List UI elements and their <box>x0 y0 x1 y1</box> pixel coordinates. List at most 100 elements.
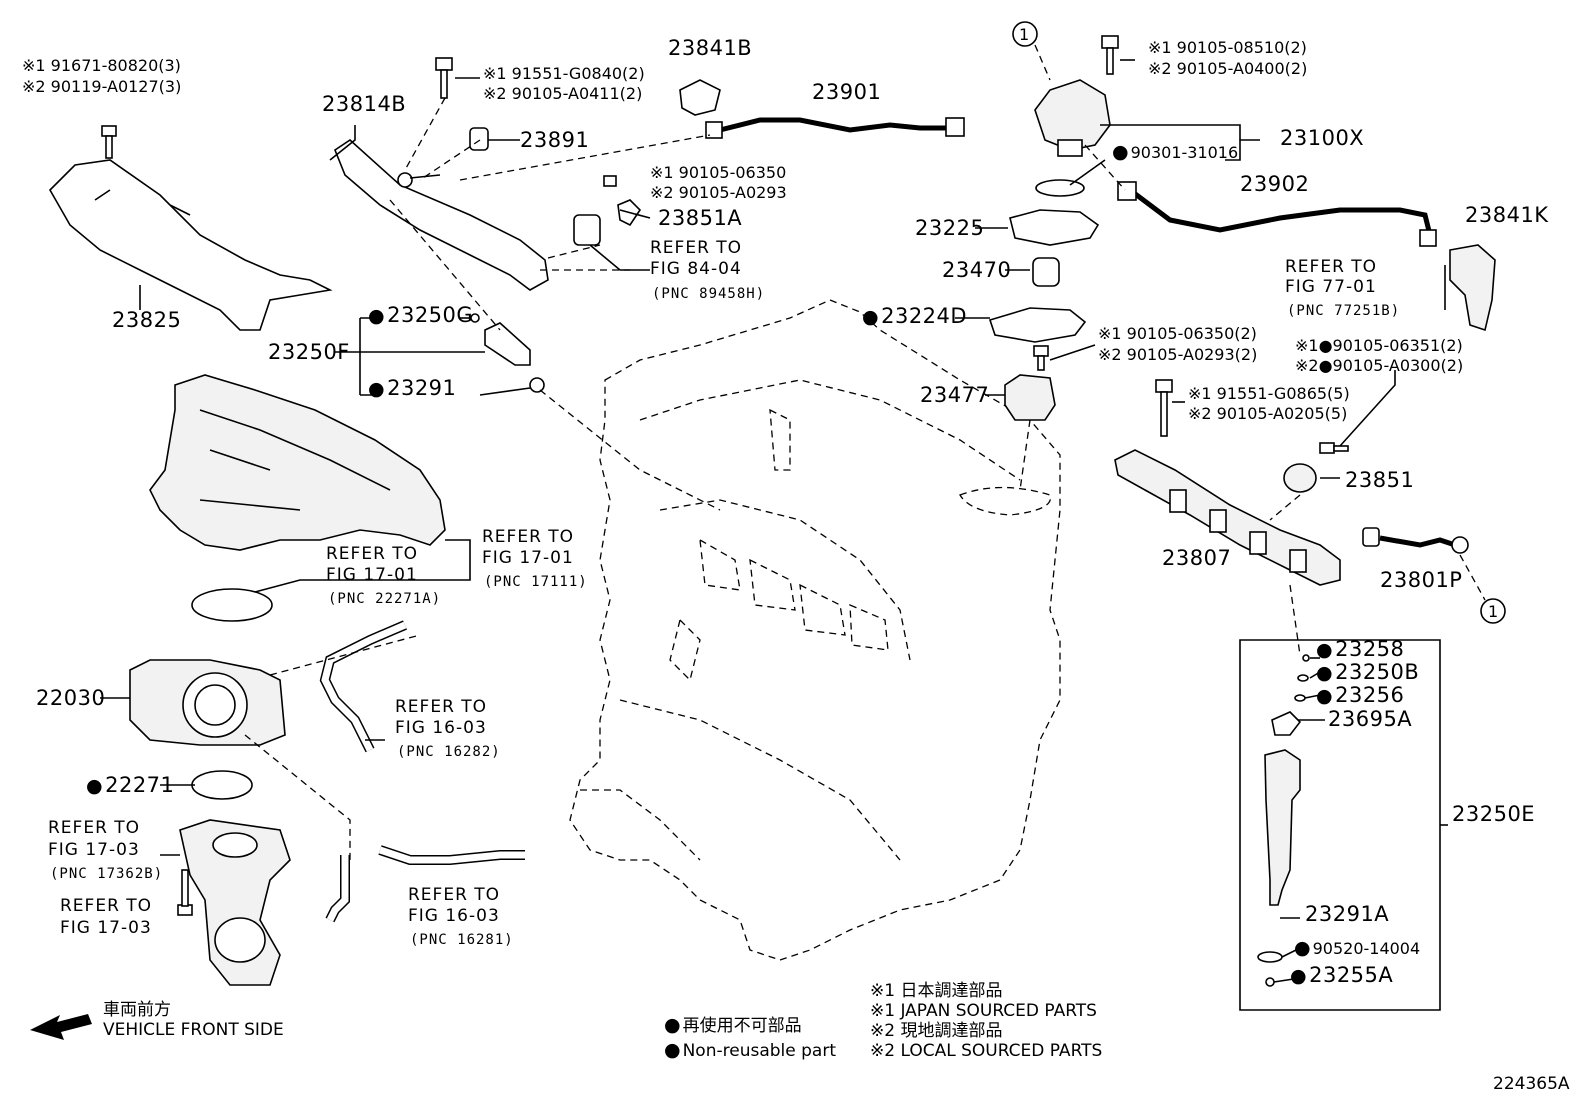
label-refer-1701a-line2: FIG 17-01 <box>482 548 574 568</box>
bolt-90105-06350 <box>1033 345 1049 371</box>
label-refer-1703a-line1: REFER TO <box>48 818 141 838</box>
label-refer-1701b-line1: REFER TO <box>326 544 419 564</box>
label-refer-7701-pnc: (PNC 77251B) <box>1287 303 1401 319</box>
bolt-90105-06351 <box>1319 442 1349 454</box>
label-23695A: 23695A <box>1328 707 1413 731</box>
intake-manifold <box>149 374 446 551</box>
label-23841K: 23841K <box>1465 203 1549 227</box>
fuel-pipe-23901 <box>705 117 965 139</box>
pump-housing-23477 <box>1004 374 1056 421</box>
sensor-23851A <box>573 175 642 246</box>
label-refer-7701-line2: FIG 77-01 <box>1285 277 1377 297</box>
throttle-body-22030 <box>129 659 286 746</box>
sensor-23851 <box>1283 463 1317 493</box>
label-circle-1-top: 1 <box>1019 25 1030 44</box>
bolt-91551-G0840 <box>435 57 453 99</box>
label-23258: 23258 <box>1316 639 1404 661</box>
label-90301-31016: 90301-31016 <box>1112 143 1239 162</box>
label-23250B: 23250B <box>1316 662 1419 684</box>
vehicle-front-arrow-icon <box>30 1014 92 1040</box>
legend-non-reusable-jp: 再使用不可部品 <box>664 1015 802 1036</box>
label-23814B: 23814B <box>322 92 407 116</box>
label-91671: ※1 91671-80820(3) <box>22 56 181 75</box>
fuel-pump-23100X <box>1034 79 1111 157</box>
bolt-91671 <box>101 125 117 159</box>
clamp-23841B <box>679 79 721 116</box>
label-refer-1603b-pnc: (PNC 16281) <box>410 932 514 948</box>
circle-ref-1-right <box>1480 598 1506 624</box>
label-23841B: 23841B <box>668 36 753 60</box>
label-23250G: 23250G <box>368 305 473 327</box>
label-refer-7701-line1: REFER TO <box>1285 257 1378 277</box>
label-90105-A0411: ※2 90105-A0411(2) <box>483 84 643 103</box>
label-refer-1701b-line2: FIG 17-01 <box>326 565 418 585</box>
label-23256: 23256 <box>1316 685 1404 707</box>
label-refer-1603a-line2: FIG 16-03 <box>395 718 487 738</box>
gasket-22271A <box>191 588 273 622</box>
label-refer-1603a-pnc: (PNC 16282) <box>397 744 501 760</box>
label-refer-1701a-line1: REFER TO <box>482 527 575 547</box>
circle-ref-1-top <box>1012 21 1038 47</box>
label-refer-1701a-pnc: (PNC 17111) <box>484 574 588 590</box>
legend-non-reusable-en: Non-reusable part <box>664 1040 836 1061</box>
fuel-rail-23807 <box>1114 449 1341 586</box>
label-refer-84-pnc: (PNC 89458H) <box>652 286 766 302</box>
label-90105-A0293: ※2 90105-A0293 <box>650 183 787 202</box>
bolt-91551-G0865 <box>1155 379 1173 437</box>
label-refer-1603b-line2: FIG 16-03 <box>408 906 500 926</box>
label-23250F: 23250F <box>268 340 350 364</box>
engine-block-outline <box>569 299 1061 961</box>
fuel-delivery-pipe-23814B <box>334 138 549 291</box>
intake-adapter-17362B <box>179 819 291 986</box>
hose-16282 <box>319 620 407 753</box>
label-vehicle-front-en: VEHICLE FRONT SIDE <box>103 1020 284 1040</box>
label-23801P: 23801P <box>1380 568 1463 592</box>
label-23851: 23851 <box>1345 468 1415 492</box>
label-23851A: 23851A <box>658 206 743 230</box>
label-90105-06351: ※1●90105-06351(2) <box>1295 336 1463 355</box>
o-ring-90301 <box>1035 179 1085 197</box>
label-23291: 23291 <box>368 378 456 400</box>
label-91551-G0840: ※1 91551-G0840(2) <box>483 64 645 83</box>
label-91551-G0865: ※1 91551-G0865(5) <box>1188 384 1350 403</box>
label-refer-84-line2: FIG 84-04 <box>650 259 742 279</box>
label-23100X: 23100X <box>1280 126 1365 150</box>
injector-23250F <box>470 313 545 393</box>
label-23225: 23225 <box>915 216 985 240</box>
label-90119: ※2 90119-A0127(3) <box>22 77 182 96</box>
label-23807: 23807 <box>1162 546 1232 570</box>
label-23250E: 23250E <box>1452 802 1536 826</box>
label-refer-1703a-pnc: (PNC 17362B) <box>50 866 164 882</box>
label-23902: 23902 <box>1240 172 1310 196</box>
label-90105-A0293-2: ※2 90105-A0293(2) <box>1098 345 1258 364</box>
label-23470: 23470 <box>942 258 1012 282</box>
label-90105-08510: ※1 90105-08510(2) <box>1148 38 1307 57</box>
label-refer-1701b-pnc: (PNC 22271A) <box>328 591 442 607</box>
bolt-17-03 <box>177 869 193 916</box>
bolt-90105-08510 <box>1101 35 1119 75</box>
spacer-23891 <box>469 127 489 151</box>
label-90105-A0205: ※2 90105-A0205(5) <box>1188 404 1348 423</box>
hose-16281 <box>325 845 525 923</box>
label-refer-1603b-line1: REFER TO <box>408 885 501 905</box>
label-refer-1703b-line2: FIG 17-03 <box>60 918 152 938</box>
label-90105-06350: ※1 90105-06350 <box>650 163 787 182</box>
legend-note1-en: ※1 JAPAN SOURCED PARTS <box>870 1001 1097 1021</box>
label-circle-1-right: 1 <box>1488 602 1499 621</box>
label-90520-14004: 90520-14004 <box>1294 939 1421 958</box>
illustration-id: 224365A <box>1493 1074 1570 1094</box>
lifter-23470 <box>1032 257 1060 287</box>
fuel-pipe-23801P <box>1362 527 1469 554</box>
label-refer-1703a-line2: FIG 17-03 <box>48 840 140 860</box>
fuel-pipe-23902 <box>1117 181 1437 247</box>
gasket-23225 <box>1009 209 1100 246</box>
clamp-23841K <box>1449 244 1496 332</box>
label-22271: 22271 <box>86 775 174 797</box>
legend-note2-en: ※2 LOCAL SOURCED PARTS <box>870 1041 1103 1061</box>
label-23291A: 23291A <box>1305 902 1390 926</box>
label-90105-A0300: ※2●90105-A0300(2) <box>1295 356 1464 375</box>
label-90105-A0400: ※2 90105-A0400(2) <box>1148 59 1308 78</box>
label-23224D: 23224D <box>862 306 967 328</box>
engine-cover-23825 <box>49 159 333 331</box>
